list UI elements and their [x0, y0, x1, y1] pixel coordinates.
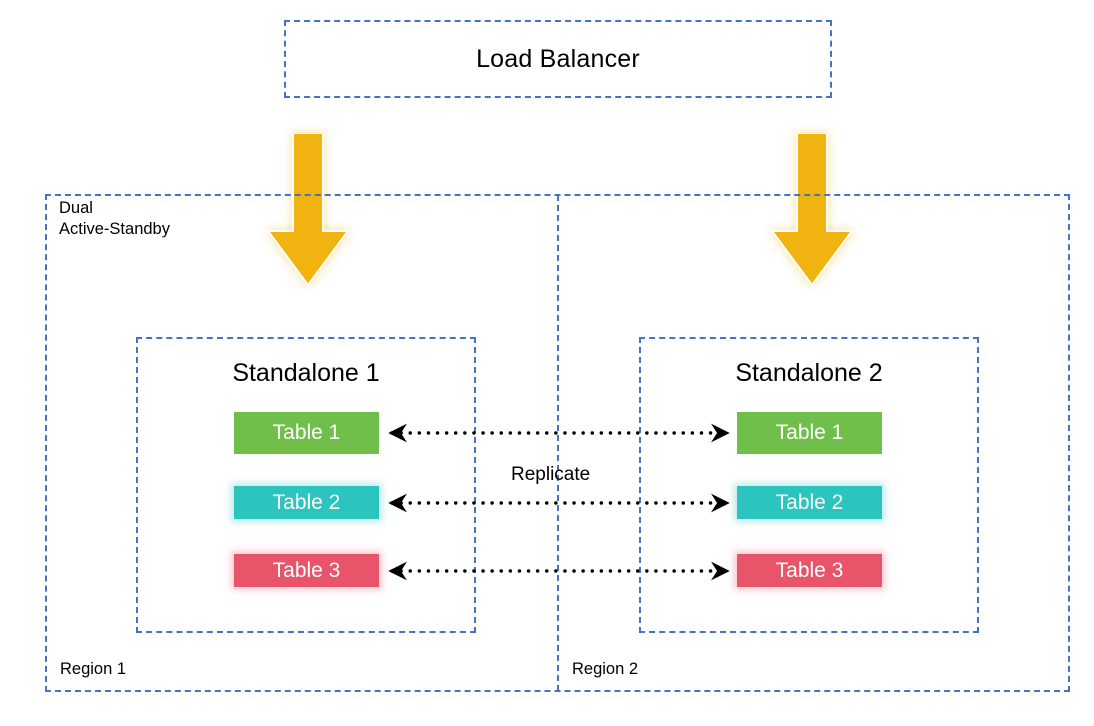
traffic-down-arrow-icon-right [770, 133, 854, 287]
load-balancer-label: Load Balancer [476, 44, 640, 73]
standalone-1-box: Standalone 1 [136, 337, 476, 633]
replicate-label: Replicate [511, 464, 591, 485]
region-divider [557, 195, 559, 691]
region-1-label: Region 1 [60, 660, 127, 678]
standalone-2-table-2: Table 2 [737, 486, 882, 519]
traffic-down-arrow-icon-left [266, 133, 350, 287]
standalone-2-table-3: Table 3 [737, 554, 882, 587]
standalone-1-table-2: Table 2 [234, 486, 379, 519]
standalone-2-table-1: Table 1 [737, 412, 882, 454]
dual-active-standby-label: Dual Active-Standby [59, 199, 170, 238]
standalone-2-box: Standalone 2 [639, 337, 979, 633]
load-balancer-box: Load Balancer [284, 20, 832, 98]
standalone-1-table-3: Table 3 [234, 554, 379, 587]
standalone-2-title: Standalone 2 [735, 359, 883, 387]
standalone-1-title: Standalone 1 [232, 359, 380, 387]
standalone-1-table-1: Table 1 [234, 412, 379, 454]
region-2-label: Region 2 [572, 660, 639, 678]
